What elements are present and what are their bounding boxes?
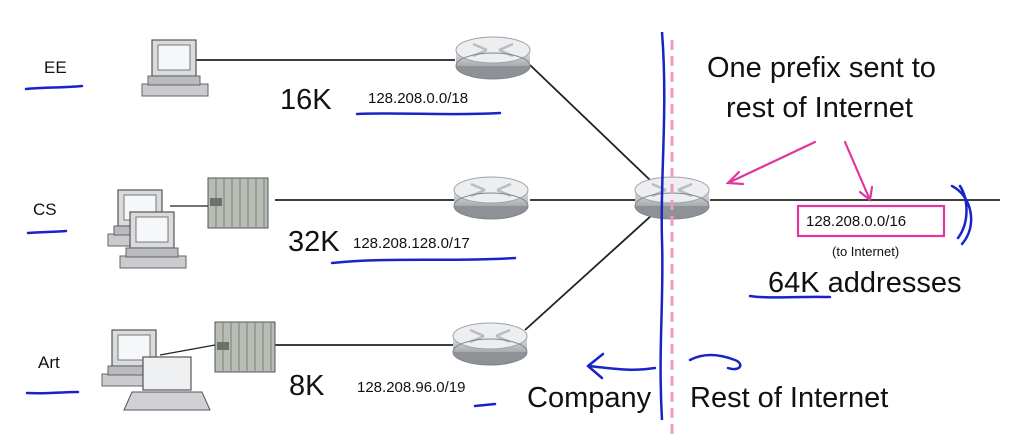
cs-router-icon (452, 175, 530, 221)
prefix-label-cs: 128.208.128.0/17 (353, 235, 470, 252)
art-server-icon (214, 321, 276, 373)
size-label-cs: 32K (288, 226, 340, 258)
annotation-line-1: One prefix sent to (707, 52, 936, 84)
aggregate-count-label: 64K addresses (768, 267, 962, 299)
dept-label-art: Art (38, 353, 60, 372)
aggregate-prefix-label: 128.208.0.0/16 (806, 213, 907, 230)
cs-server-icon (207, 177, 269, 229)
network-links (190, 59, 1000, 346)
region-label-company: Company (527, 382, 652, 414)
pen-arrows (586, 184, 973, 380)
border-router-icon (633, 175, 711, 221)
magenta-arrows (725, 140, 874, 203)
dept-label-cs: CS (33, 200, 57, 219)
pen-underlines (24, 84, 832, 408)
prefix-label-ee: 128.208.0.0/18 (368, 90, 469, 107)
art-laptop-icon (123, 356, 211, 411)
art-router-icon (451, 321, 529, 367)
size-label-art: 8K (289, 370, 325, 402)
size-label-ee: 16K (280, 84, 332, 116)
prefix-label-art: 128.208.96.0/19 (357, 379, 466, 396)
ee-router-icon (454, 35, 532, 81)
region-label-internet: Rest of Internet (690, 382, 889, 414)
aggregate-prefix-box (796, 204, 946, 238)
cs-computer-icon-2 (119, 211, 187, 269)
ee-computer-icon (141, 39, 209, 97)
aggregate-note-label: (to Internet) (832, 244, 900, 259)
pen-divider (659, 31, 666, 421)
annotation-line-2: rest of Internet (726, 92, 913, 124)
dept-label-ee: EE (44, 58, 67, 77)
